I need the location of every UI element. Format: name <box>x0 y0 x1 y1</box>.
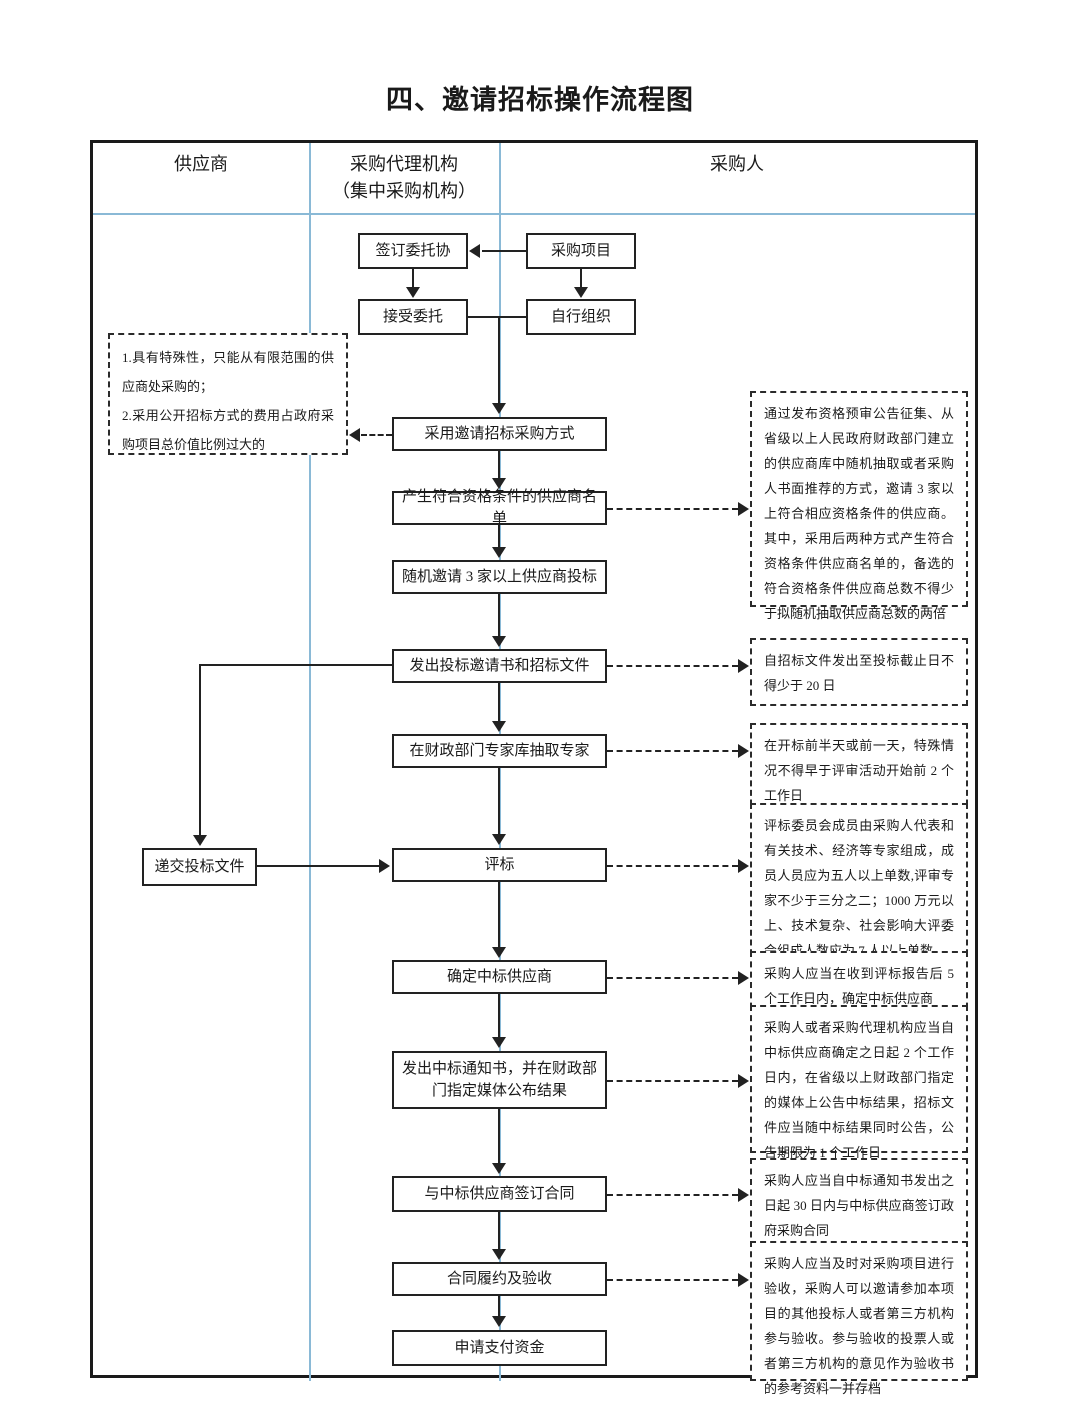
arrowhead-award-to-contract <box>492 1163 506 1174</box>
note-left-condition: 1.具有特殊性，只能从有限范围的供应商处采购的； 2.采用公开招标方式的费用占政… <box>108 333 348 455</box>
connector-performance-to-note <box>607 1279 738 1281</box>
node-draw-experts[interactable]: 在财政部门专家库抽取专家 <box>392 734 607 768</box>
arrowhead-experts-to-note <box>738 744 749 758</box>
arrowhead-submit-to-eval <box>379 859 390 873</box>
connector-list-to-invite3 <box>498 525 500 548</box>
connector-determine-to-note <box>607 977 738 979</box>
node-invite-three-suppliers[interactable]: 随机邀请 3 家以上供应商投标 <box>392 560 607 594</box>
connector-issue-to-experts <box>498 683 500 721</box>
note-announce-result-rule: 采购人或者采购代理机构应当自中标供应商确定之日起 2 个工作日内，在省级以上财政… <box>750 1005 968 1160</box>
connector-experts-to-eval <box>498 768 500 835</box>
connector-experts-to-note <box>607 750 738 752</box>
node-submit-bid-docs[interactable]: 递交投标文件 <box>142 848 257 886</box>
arrowhead-experts-to-eval <box>492 834 506 845</box>
connector-list-to-note <box>607 508 738 510</box>
node-bid-evaluation[interactable]: 评标 <box>392 848 607 882</box>
arrowhead-contract-to-note <box>738 1188 749 1202</box>
note-sign-contract-rule: 采购人应当自中标通知书发出之日起 30 日内与中标供应商签订政府采购合同 <box>750 1158 968 1248</box>
arrowhead-performance-to-payment <box>492 1316 506 1327</box>
lane-header-agency-line2: （集中采购机构） <box>332 181 476 201</box>
connector-sign-to-accept <box>412 269 414 288</box>
node-use-invited-bidding[interactable]: 采用邀请招标采购方式 <box>392 417 607 451</box>
connector-invited-to-left-note <box>361 434 392 436</box>
connector-submit-to-eval <box>257 865 379 867</box>
node-self-organize[interactable]: 自行组织 <box>526 299 636 335</box>
connector-merge-horizontal <box>468 316 526 318</box>
lane-header-band: 供应商 采购代理机构 （集中采购机构） 采购人 <box>93 143 975 213</box>
lane-header-agency: 采购代理机构 （集中采购机构） <box>309 151 499 205</box>
connector-issue-to-submit-v <box>199 664 201 836</box>
connector-project-to-sign <box>482 250 526 252</box>
connector-contract-to-performance <box>498 1212 500 1249</box>
arrowhead-eval-to-note <box>738 859 749 873</box>
arrowhead-project-to-self <box>574 287 588 298</box>
node-issue-award-notice[interactable]: 发出中标通知书，并在财政部门指定媒体公布结果 <box>392 1051 607 1109</box>
note-expert-draw-rule: 在开标前半天或前一天，特殊情况不得早于评审活动开始前 2 个工作日 <box>750 723 968 815</box>
node-generate-supplier-list[interactable]: 产生符合资格条件的供应商名单 <box>392 489 607 527</box>
node-apply-payment[interactable]: 申请支付资金 <box>392 1330 607 1366</box>
arrowhead-list-to-note <box>738 502 749 516</box>
connector-performance-to-payment <box>498 1296 500 1317</box>
arrowhead-list-to-invite3 <box>492 547 506 558</box>
lane-header-rule <box>93 213 975 215</box>
node-determine-winner[interactable]: 确定中标供应商 <box>392 960 607 994</box>
node-accept-entrust[interactable]: 接受委托 <box>358 299 468 335</box>
node-sign-contract[interactable]: 与中标供应商签订合同 <box>392 1176 607 1212</box>
connector-eval-to-determine <box>498 882 500 947</box>
arrowhead-determine-to-note <box>738 971 749 985</box>
note-supplier-list-rule: 通过发布资格预审公告征集、从省级以上人民政府财政部门建立的供应商库中随机抽取或者… <box>750 391 968 621</box>
connector-award-to-contract <box>498 1109 500 1164</box>
connector-issue-to-submit-h <box>199 664 392 666</box>
connector-invited-to-list <box>498 451 500 479</box>
arrowhead-award-to-note <box>738 1074 749 1088</box>
connector-contract-to-note <box>607 1194 738 1196</box>
connector-project-to-self <box>580 269 582 288</box>
connector-award-to-note <box>607 1080 738 1082</box>
connector-determine-to-award <box>498 994 500 1038</box>
arrowhead-issue-to-note <box>738 659 749 673</box>
note-acceptance-rule: 采购人应当及时对采购项目进行验收，采购人可以邀请参加本项目的其他投标人或者第三方… <box>750 1241 968 1396</box>
arrowhead-invite3-to-issue <box>492 636 506 647</box>
arrowhead-merge-to-invited <box>492 403 506 414</box>
arrowhead-invited-to-left-note <box>349 428 360 442</box>
lane-header-agency-line1: 采购代理机构 <box>350 154 458 174</box>
connector-invite3-to-issue <box>498 594 500 637</box>
node-contract-performance[interactable]: 合同履约及验收 <box>392 1262 607 1296</box>
arrowhead-contract-to-performance <box>492 1249 506 1260</box>
lane-divider-supplier-agency <box>309 143 311 1381</box>
arrowhead-project-to-sign <box>469 244 480 258</box>
arrowhead-performance-to-note <box>738 1273 749 1287</box>
flowchart-frame: 供应商 采购代理机构 （集中采购机构） 采购人 签订委托协 采购项目 接受委托 … <box>90 140 978 1396</box>
arrowhead-invited-to-list <box>492 478 506 489</box>
arrowhead-issue-to-submit <box>193 835 207 846</box>
node-issue-invitation-docs[interactable]: 发出投标邀请书和招标文件 <box>392 649 607 683</box>
note-bid-deadline-rule: 自招标文件发出至投标截止日不得少于 20 日 <box>750 638 968 706</box>
arrowhead-sign-to-accept <box>406 287 420 298</box>
connector-issue-to-note <box>607 665 738 667</box>
arrowhead-issue-to-experts <box>492 721 506 732</box>
lane-header-buyer: 采购人 <box>710 154 764 174</box>
node-sign-entrust[interactable]: 签订委托协 <box>358 233 468 269</box>
note-evaluation-committee-rule: 评标委员会成员由采购人代表和有关技术、经济等专家组成，成员人员应为五人以上单数,… <box>750 803 968 965</box>
connector-merge-to-invited <box>498 316 500 404</box>
connector-eval-to-note <box>607 865 738 867</box>
arrowhead-determine-to-award <box>492 1037 506 1048</box>
arrowhead-eval-to-determine <box>492 947 506 958</box>
page-title: 四、邀请招标操作流程图 <box>386 85 694 115</box>
node-procurement-project[interactable]: 采购项目 <box>526 233 636 269</box>
lane-header-supplier: 供应商 <box>174 154 228 174</box>
